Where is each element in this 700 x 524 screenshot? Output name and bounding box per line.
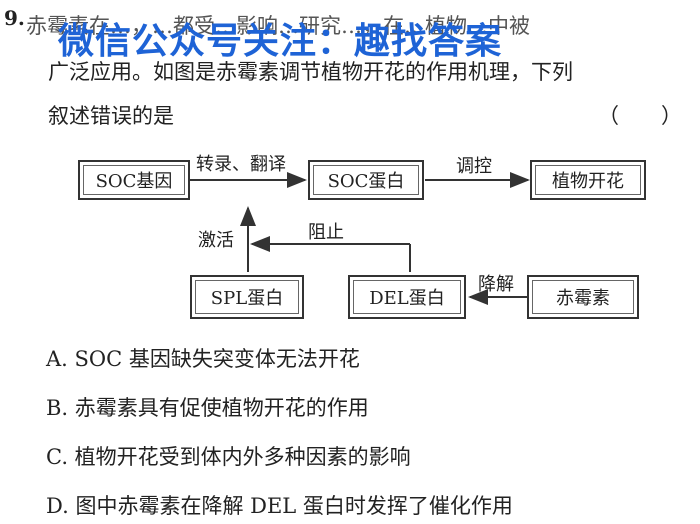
label-regulate: 调控 (456, 156, 492, 177)
question-stem-line-3: 叙述错误的是 (48, 104, 174, 128)
label-block: 阻止 (308, 222, 344, 243)
box-soc-gene-label: SOC基因 (95, 171, 173, 192)
answer-parentheses: （ ） (598, 104, 682, 128)
option-d: D. 图中赤霉素在降解 DEL 蛋白时发挥了催化作用 (46, 494, 513, 518)
option-b: B. 赤霉素具有促使植物开花的作用 (46, 396, 369, 420)
question-stem-line-2: 广泛应用。如图是赤霉素调节植物开花的作用机理，下列 (48, 60, 573, 84)
box-soc-protein: SOC蛋白 (308, 160, 424, 200)
box-del-protein-label: DEL蛋白 (369, 288, 445, 309)
option-a: A. SOC 基因缺失突变体无法开花 (46, 347, 360, 371)
box-soc-gene: SOC基因 (78, 160, 190, 200)
box-soc-protein-label: SOC蛋白 (327, 171, 405, 192)
question-number: 9. (4, 6, 25, 30)
label-transcribe-translate: 转录、翻译 (196, 154, 286, 175)
box-del-protein: DEL蛋白 (348, 275, 466, 319)
option-c: C. 植物开花受到体内外多种因素的影响 (46, 445, 411, 469)
box-flowering: 植物开花 (530, 160, 646, 200)
label-activate: 激活 (198, 230, 234, 251)
watermark-text: 微信公众号关注：趣找答案 (58, 21, 503, 62)
box-spl-protein-label: SPL蛋白 (210, 288, 284, 309)
box-spl-protein: SPL蛋白 (190, 275, 304, 319)
question-stem-line-1: 赤霉素在…，…都受…影响…研究…，在…植物…中被 (26, 14, 530, 38)
box-gibberellin-label: 赤霉素 (556, 288, 610, 309)
box-flowering-label: 植物开花 (552, 171, 624, 192)
box-gibberellin: 赤霉素 (527, 275, 639, 319)
label-degrade: 降解 (478, 274, 514, 295)
